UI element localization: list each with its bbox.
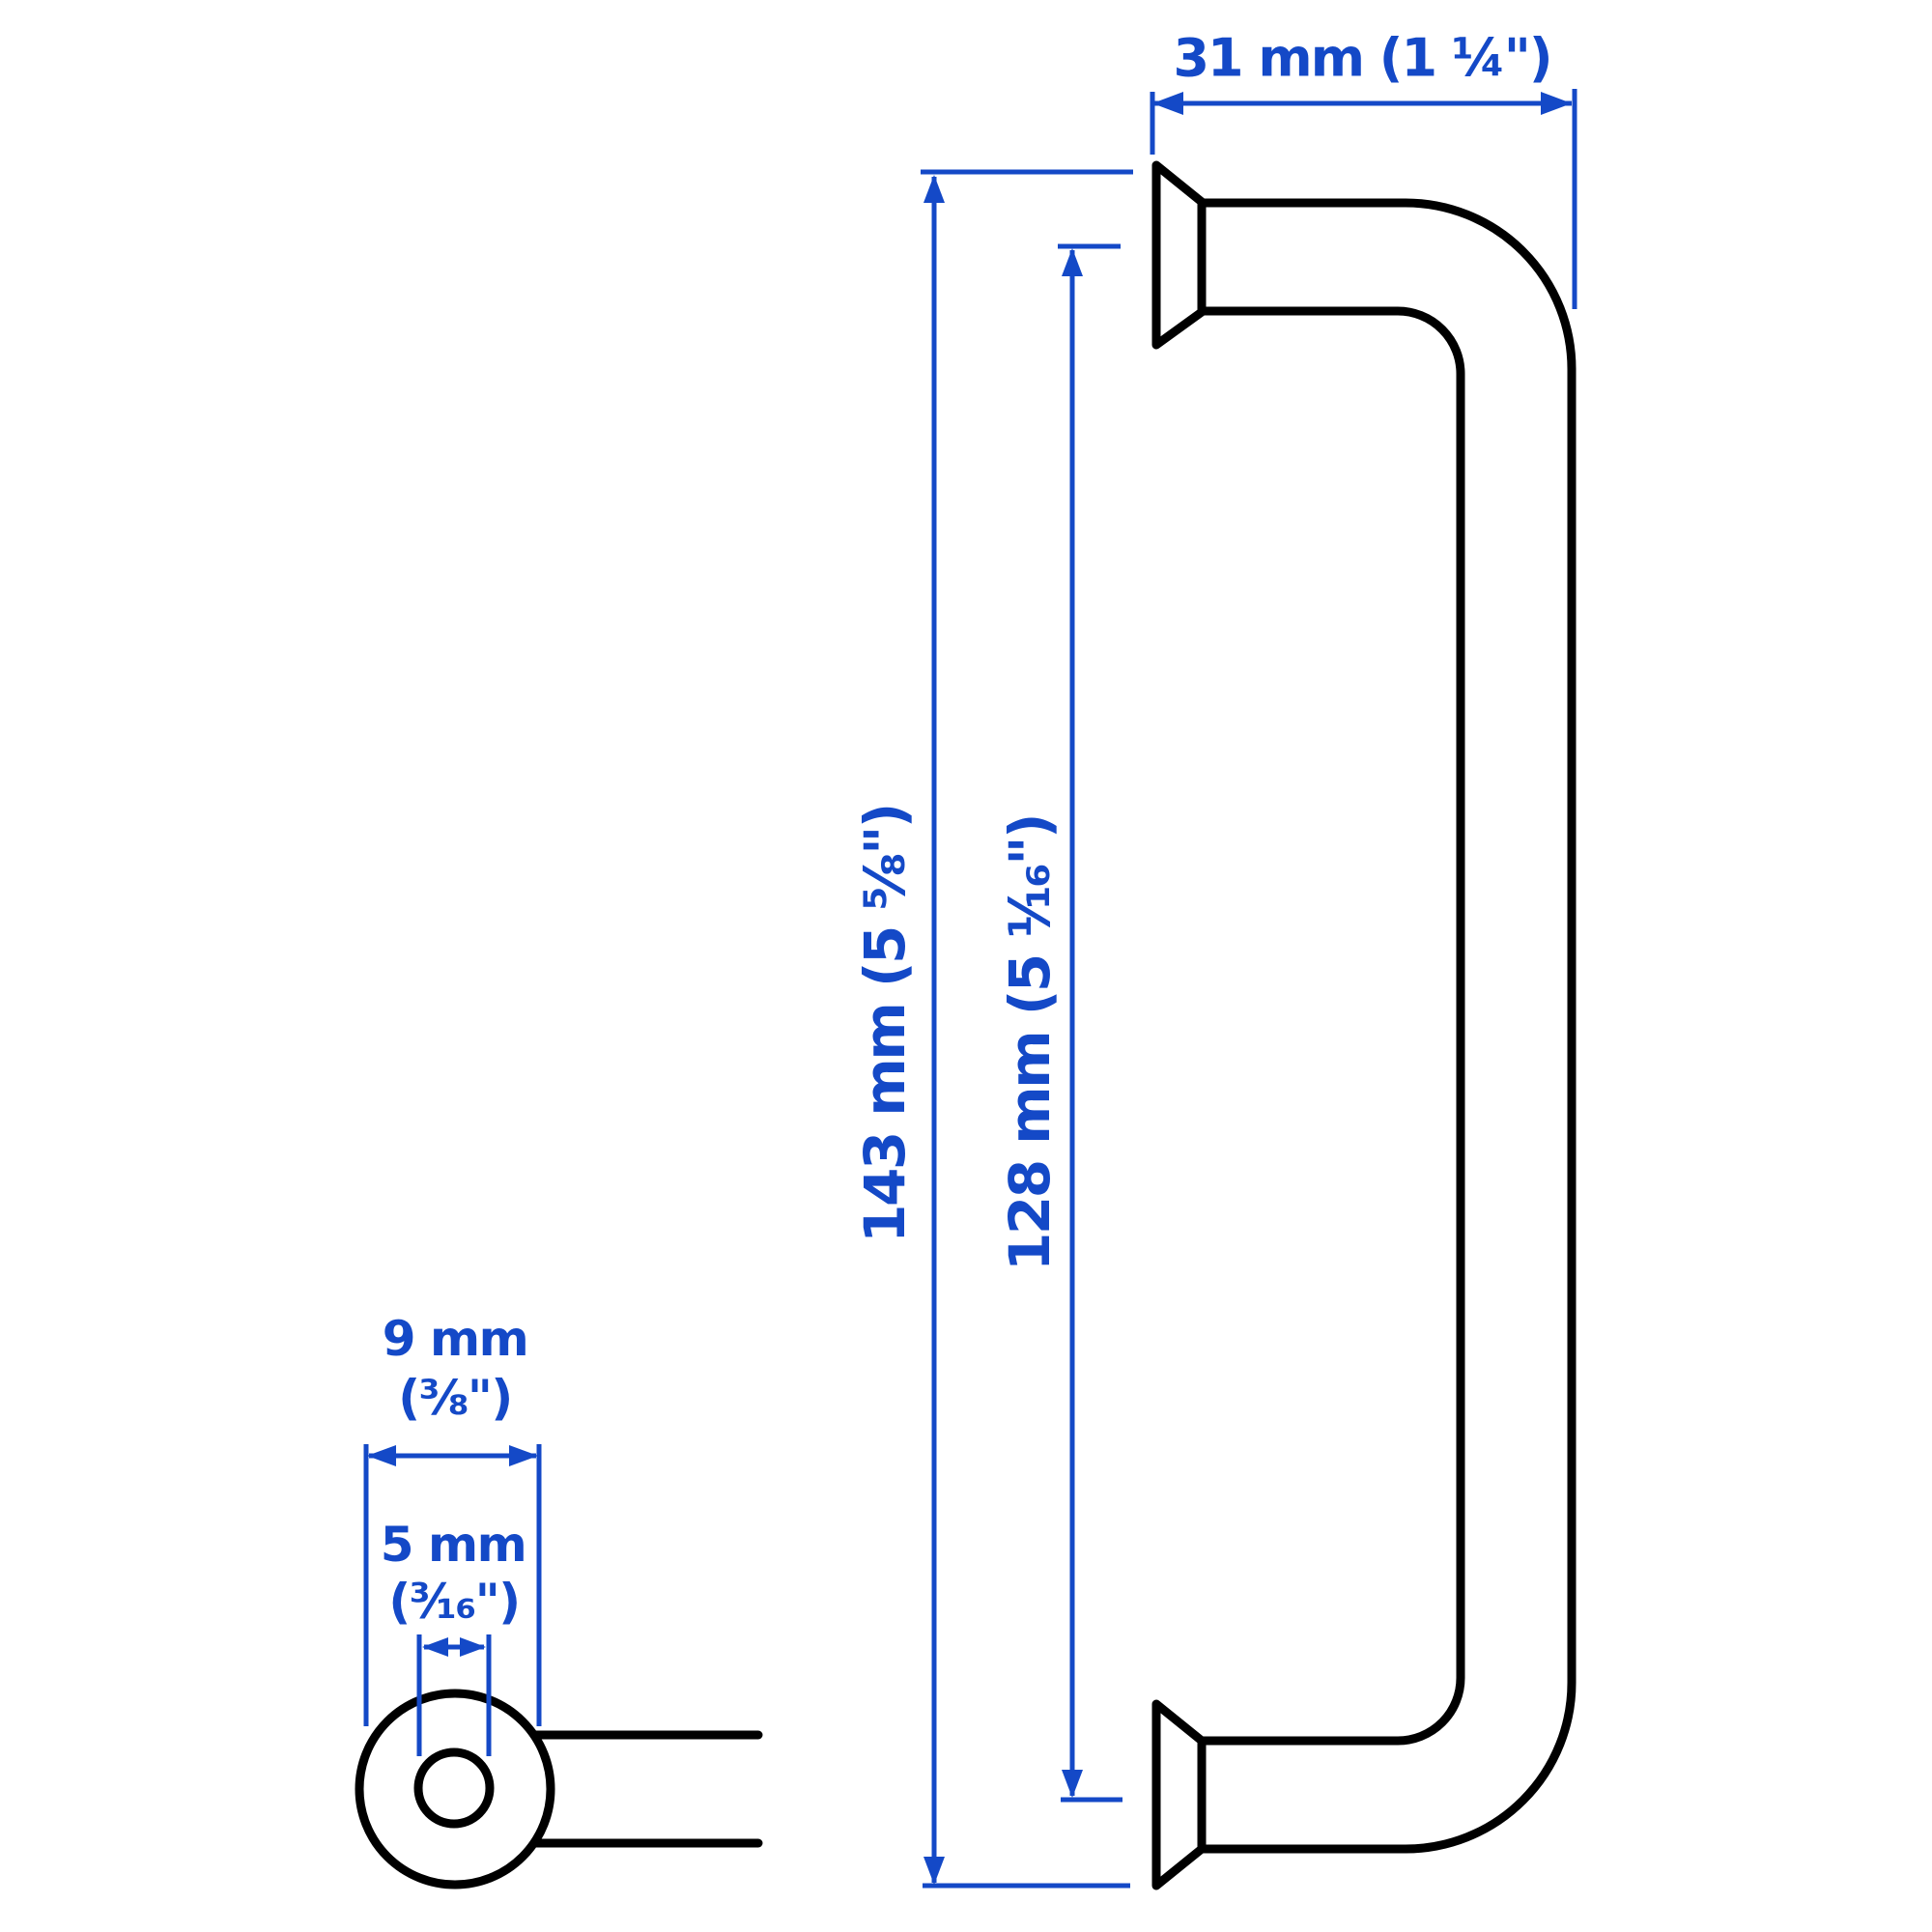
bottom-screw-head (1151, 1699, 1207, 1890)
arrowhead-right-icon (1541, 92, 1572, 115)
dim-9mm-label-line2: (⅜") (398, 1370, 513, 1426)
dim-143mm (921, 169, 1133, 1889)
dim-5mm (416, 1634, 492, 1756)
arrowhead-down-icon (923, 1857, 945, 1885)
side-view (1151, 160, 1577, 1890)
handle-outer-profile (1197, 198, 1577, 1854)
dim-31mm (1150, 89, 1577, 309)
top-screw-head (1151, 160, 1207, 350)
arrowhead-left-icon (367, 1445, 396, 1466)
dim-9mm (363, 1444, 542, 1726)
dim-5mm-label-line2: (³⁄₁₆") (388, 1574, 521, 1630)
arrowhead-down-icon (1062, 1770, 1083, 1798)
handle-inner-profile (1197, 306, 1465, 1746)
arrowhead-right-icon (460, 1637, 486, 1657)
arrowhead-right-icon (509, 1445, 538, 1466)
head-outline-circle (355, 1689, 555, 1889)
dim-128mm (1058, 243, 1122, 1803)
dim-128mm-label: 128 mm (5 ¹⁄₁₆") (997, 814, 1063, 1272)
dim-143mm-label: 143 mm (5 ⅝") (852, 805, 918, 1243)
arrowhead-left-icon (1152, 92, 1183, 115)
dim-9mm-label-line1: 9 mm (382, 1311, 529, 1367)
end-view (355, 1689, 763, 1889)
arrowhead-left-icon (422, 1637, 448, 1657)
arrowhead-up-icon (923, 175, 945, 203)
screw-hole-circle (413, 1747, 495, 1829)
dim-5mm-label-line1: 5 mm (380, 1517, 527, 1573)
arrowhead-up-icon (1062, 248, 1083, 276)
dim-31mm-label: 31 mm (1 ¼") (1173, 27, 1552, 89)
